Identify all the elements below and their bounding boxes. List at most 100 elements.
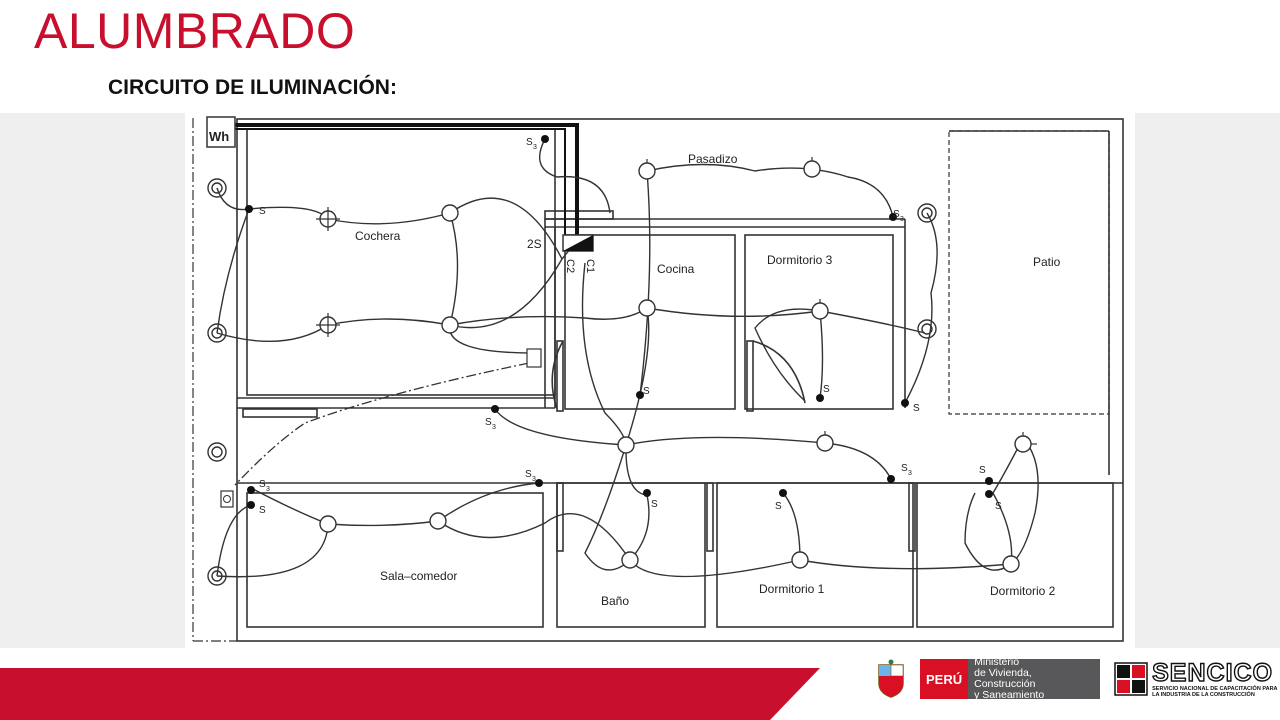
room-cochera: Cochera: [355, 229, 401, 243]
slide-title: ALUMBRADO: [34, 3, 356, 59]
light-fixture: [617, 436, 635, 454]
light-fixture: [319, 515, 337, 533]
light-fixture: [441, 316, 459, 334]
floor-plan: Wh 2S C1 C2 Cochera Pasadizo Cocina Dorm…: [185, 113, 1135, 648]
switch3-label: S: [525, 469, 532, 480]
sencico-mark-icon: [1114, 662, 1148, 696]
light-fixture: [1002, 555, 1020, 573]
room-cocina: Cocina: [657, 262, 695, 276]
wall-light: [917, 203, 937, 223]
switch-dot: [887, 475, 895, 483]
sencico-name: SENCICO: [1151, 659, 1274, 687]
wall-light-inner: [211, 327, 223, 339]
feeder-line: [227, 123, 579, 239]
switch-dot: [779, 489, 787, 497]
switch3-sub: 3: [908, 470, 912, 477]
room-sala: Sala–comedor: [380, 569, 457, 583]
wall-light: [207, 178, 227, 198]
room-pasadizo: Pasadizo: [688, 152, 738, 166]
switch-dot: [491, 405, 499, 413]
switch3-sub: 3: [532, 476, 536, 483]
switch-dot: [985, 490, 993, 498]
meter-label: Wh: [209, 129, 229, 144]
switch-label: S: [259, 505, 266, 516]
switch-label: S: [643, 386, 650, 397]
switch-label: S: [913, 403, 920, 414]
switch-dot: [901, 399, 909, 407]
room-dormitorio3: Dormitorio 3: [767, 253, 833, 267]
switch-dot: [541, 135, 549, 143]
light-fixture: [638, 162, 656, 180]
wall-light-inner: [921, 323, 933, 335]
peru-crest-icon: [878, 659, 904, 698]
slide-subtitle: CIRCUITO DE ILUMINACIÓN:: [108, 76, 397, 99]
room-bano: Baño: [601, 594, 629, 608]
switch3-sub: 3: [266, 486, 270, 493]
wall-light: [917, 319, 937, 339]
light-fixture: [803, 160, 821, 178]
switch-dot: [245, 205, 253, 213]
sala-box: [220, 490, 234, 508]
switch-dots: [245, 135, 993, 509]
wall-light-inner: [211, 446, 223, 458]
switch-dot: [247, 486, 255, 494]
wiring: [216, 138, 1039, 578]
circuit-1-label: C1: [584, 259, 596, 273]
sencico-subtitle: SERVICIO NACIONAL DE CAPACITACIÓN PARA L…: [1152, 686, 1278, 698]
wall-lights: [207, 178, 937, 586]
ministry-line2: de Vivienda, Construcción: [974, 667, 1036, 690]
switch3-sub: 3: [492, 424, 496, 431]
switch3-label: S: [259, 479, 266, 490]
switch-dot: [636, 391, 644, 399]
light-fixture: [811, 302, 829, 320]
wall-light-inner: [921, 207, 933, 219]
ministry-line1: Ministerio: [974, 656, 1020, 668]
walls: [192, 118, 1124, 642]
switch3-sub: 3: [533, 144, 537, 151]
light-fixture: [1014, 435, 1032, 453]
switch3-label: S: [485, 417, 492, 428]
switch-label: S: [823, 384, 830, 395]
light-fixtures: [319, 160, 1032, 573]
panel-fill: [563, 235, 593, 251]
sencico-logo: SENCICO SERVICIO NACIONAL DE CAPACITACIÓ…: [1114, 659, 1280, 698]
sala-box-circle: [223, 495, 231, 503]
peru-badge: PERÚ: [920, 659, 969, 699]
circuit-2-label: C2: [564, 259, 576, 273]
room-patio: Patio: [1033, 255, 1061, 269]
footer-logos: PERÚ Ministerio de Vivienda, Construcció…: [876, 656, 1280, 702]
fixture-ticks: [316, 157, 1037, 445]
light-fixture: [638, 299, 656, 317]
wall-light: [207, 566, 227, 586]
switch-label: S: [259, 206, 266, 217]
wall-light-inner: [211, 182, 223, 194]
light-fixture: [429, 512, 447, 530]
switch3-sub: 3: [900, 216, 904, 223]
sencico-text: SENCICO SERVICIO NACIONAL DE CAPACITACIÓ…: [1151, 659, 1280, 698]
wall-light: [207, 442, 227, 462]
room-dormitorio2: Dormitorio 2: [990, 584, 1056, 598]
secondary-panel: [526, 348, 542, 368]
panel-label: 2S: [527, 237, 542, 251]
switch-label: S: [775, 501, 782, 512]
switch-dot: [816, 394, 824, 402]
light-fixture: [621, 551, 639, 569]
light-fixture: [816, 434, 834, 452]
light-fixture: [441, 204, 459, 222]
wall-light: [207, 323, 227, 343]
footer-band: [0, 668, 820, 720]
switch-label: S: [995, 501, 1002, 512]
room-dormitorio1: Dormitorio 1: [759, 582, 825, 596]
switch-labels: S S 3 S 3 S S S S 3 S 3 S S S 3 S S S 3 …: [259, 137, 1002, 516]
switch3-label: S: [526, 137, 533, 148]
ministry-logo: PERÚ Ministerio de Vivienda, Construcció…: [920, 656, 1101, 701]
switch-dot: [643, 489, 651, 497]
switch-dot: [985, 477, 993, 485]
meter-box: [206, 116, 236, 148]
light-fixture: [791, 551, 809, 569]
floor-plan-drawing: Wh 2S C1 C2 Cochera Pasadizo Cocina Dorm…: [192, 116, 1124, 642]
ministry-name: Ministerio de Vivienda, Construcción y S…: [968, 656, 1101, 701]
footer-red-shape: [0, 668, 820, 720]
switch3-label: S: [893, 209, 900, 220]
feeder-sala: [234, 362, 530, 486]
